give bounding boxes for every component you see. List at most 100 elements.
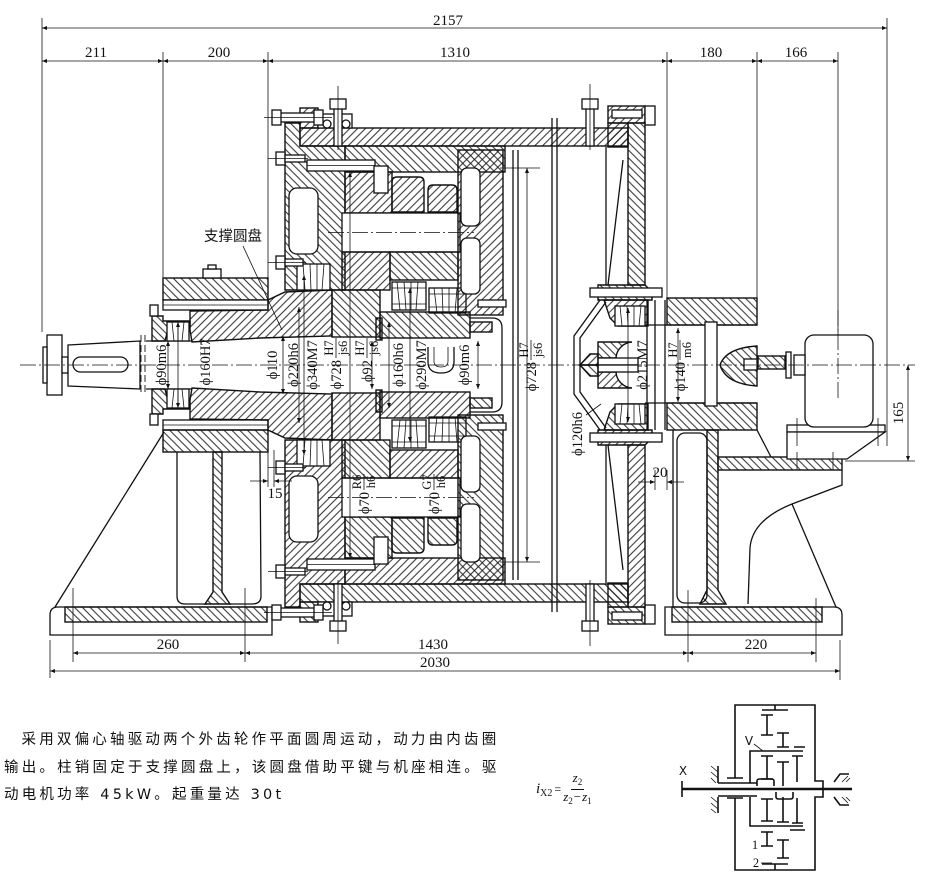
fit-shaft-tolerance: js6 [367,341,381,357]
diameter-dimension-lines [166,167,680,563]
gear-symbol [792,755,803,782]
callout-leader [242,245,283,331]
carrier-label: V [745,734,754,748]
fit-diameter: ϕ140 [673,362,689,391]
fit-hole-tolerance: H7 [353,340,367,355]
carrier-leader [753,743,764,752]
dimension-15: 15 [268,486,283,502]
coupling-bolt [743,358,758,371]
motor-height-dimension: 165 [845,365,915,462]
formula-minus: − [573,789,582,804]
stand-rib [791,503,837,608]
left-base-section [64,606,268,623]
fit-left-shaft: ϕ90m6 [154,345,170,386]
bolt-nut [644,105,656,126]
motor-shaft [757,355,786,370]
fit-housing-right: ϕ728 H7 js6 [517,340,545,391]
stand-cavity [676,432,708,604]
right-base-section [671,606,823,623]
dimension-1430: 1430 [418,637,448,653]
housing-upper-half [264,84,666,366]
left-bearing-assembly [149,289,455,441]
top-dimensions: 2157 211 200 1310 180 166 [41,13,888,446]
left-support-stand [49,264,273,636]
external-gear-1 [391,176,425,213]
gear-1-symbol [761,831,773,847]
output-bearing [614,305,646,327]
fit-hole-tolerance: R6 [350,475,364,490]
fit-left-bearing-bore: ϕ160H7 [198,338,214,385]
formula-denominator: z2−z1 [562,790,592,808]
support-disk-callout: 支撑圆盘 [204,227,262,245]
right-end-plate [627,122,646,286]
formula-var: z [582,789,588,804]
fit-hub-seat: ϕ220h6 [286,343,302,387]
stand-cavity-left [176,452,207,605]
eccentric-1-symbol [756,778,775,786]
central-gear-hub [379,311,471,339]
dimension-165: 165 [891,402,907,425]
right-bearing-symbol [833,773,849,806]
description-line: 输出。柱销固定于支撑圆盘上，该圆盘借助平键与机座相连。驱 [4,759,500,776]
end-plate-cavity [288,187,319,255]
formula-sub: 2 [577,777,583,787]
formula-sub: 2 [568,796,573,806]
fit-hole-tolerance: G7 [420,474,434,489]
keyway-slot-inner [433,347,449,368]
cover-tip [578,353,599,366]
fit-diameter: ϕ728 [524,362,540,391]
dimension-220: 220 [745,637,768,653]
input-shaft-label: X [679,764,687,778]
conical-cover-outer [573,299,601,365]
fit-labels: ϕ90m6 ϕ160H7 ϕ110 ϕ220h6 ϕ340M7 ϕ728 H7 … [154,338,694,514]
fit-eccentric-left: ϕ70 R6 h6 [350,474,378,514]
support-disk-hub-upper [189,289,333,343]
gear-symbol [761,798,773,822]
dimension-1310: 1310 [440,45,470,61]
cap-screw [477,299,507,308]
coupling-bowl [597,341,633,359]
lug-hole [322,119,332,129]
kinematic-diagram: X V 1 2 [679,704,852,871]
formula-ratio-symbol: i [536,781,541,797]
pin-slot [373,165,389,194]
drive-motor-assembly [757,310,888,470]
fit-shaft-tolerance: js6 [531,343,545,359]
fit-bearing-seat: ϕ340M7 [305,340,321,390]
right-flange-shoulder [607,122,629,148]
fit-diameter: ϕ92 [360,360,376,382]
fit-shaft-tolerance: m6 [680,342,694,358]
gear-symbol [790,798,805,831]
external-gear-2 [427,184,458,213]
hub-spacer [375,317,383,341]
cover-screw [149,413,159,426]
fit-gear-bearing: ϕ290M7 [414,340,430,390]
fit-hole-tolerance: H7 [666,342,680,357]
fit-hole-tolerance: H7 [517,342,531,357]
right-support-stand [645,297,843,636]
lug-hole [341,119,351,129]
housing-frame [734,704,824,871]
stand-slope [756,429,772,458]
formula-equals: = [554,782,562,796]
leader-line [585,403,602,416]
bottom-dimensions: 260 1430 220 2030 [49,588,841,680]
formula-numerator: z2 [570,771,585,790]
flange-bolt [611,109,643,119]
fit-right-shaft: ϕ90m6 [457,345,473,386]
gear-symbol [777,732,805,748]
gear-symbol [761,714,773,736]
fit-eccentric-right: ϕ70 G7 h6 [420,474,448,514]
gear-carrier [389,251,459,281]
fit-cone-seat: ϕ120h6 [570,412,586,456]
fit-shaft-tolerance: js6 [336,341,350,357]
bearing-rollers [429,287,466,314]
fit-cover-bore: ϕ215M7 [635,340,651,390]
output-disk-cavity [460,237,481,295]
gear-1-label: 1 [752,838,758,852]
stand-rib [54,431,165,608]
gear-symbol [777,761,789,786]
description-line: 动电机功率 45kW。起重量达 30t [4,787,285,803]
end-cap-section [469,321,493,333]
